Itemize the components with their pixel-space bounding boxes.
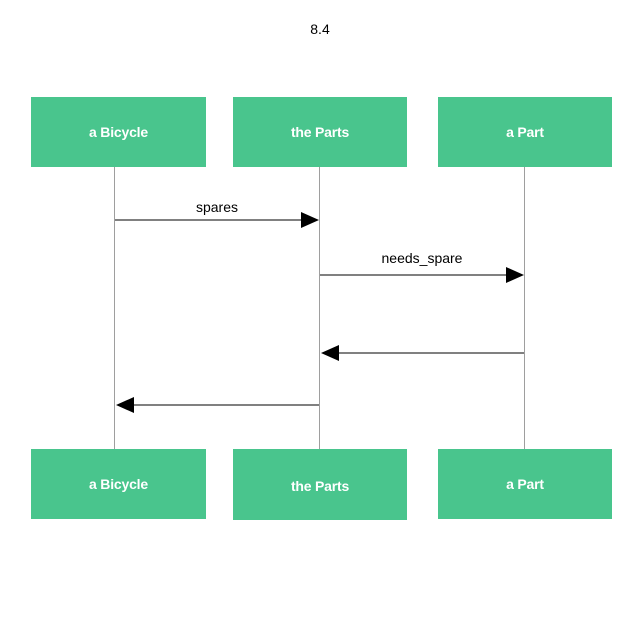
message-label-spares: spares: [195, 199, 239, 215]
participant-label: a Part: [506, 124, 544, 140]
diagram-title: 8.4: [310, 21, 330, 37]
lifeline-part: [524, 166, 525, 451]
participant-parts-top: the Parts: [233, 97, 407, 167]
participant-bicycle-top: a Bicycle: [31, 97, 206, 167]
participant-label: the Parts: [290, 477, 350, 494]
participant-label: a Bicycle: [89, 124, 148, 140]
participant-part-top: a Part: [438, 97, 612, 167]
lifeline-parts: [319, 166, 320, 451]
participant-label: the Parts: [290, 124, 350, 140]
participant-bicycle-bottom: a Bicycle: [31, 449, 206, 519]
participant-part-bottom: a Part: [438, 449, 612, 519]
return-arrow-part-to-parts: [321, 345, 524, 361]
return-arrow-parts-to-bicycle: [116, 397, 319, 413]
message-arrow-needs-spare: [320, 267, 524, 283]
participant-label: a Bicycle: [89, 476, 148, 492]
participant-label: a Part: [506, 476, 544, 492]
participant-parts-bottom: the Parts: [233, 449, 407, 520]
lifeline-bicycle: [114, 166, 115, 451]
message-label-needs-spare: needs_spare: [381, 250, 463, 266]
